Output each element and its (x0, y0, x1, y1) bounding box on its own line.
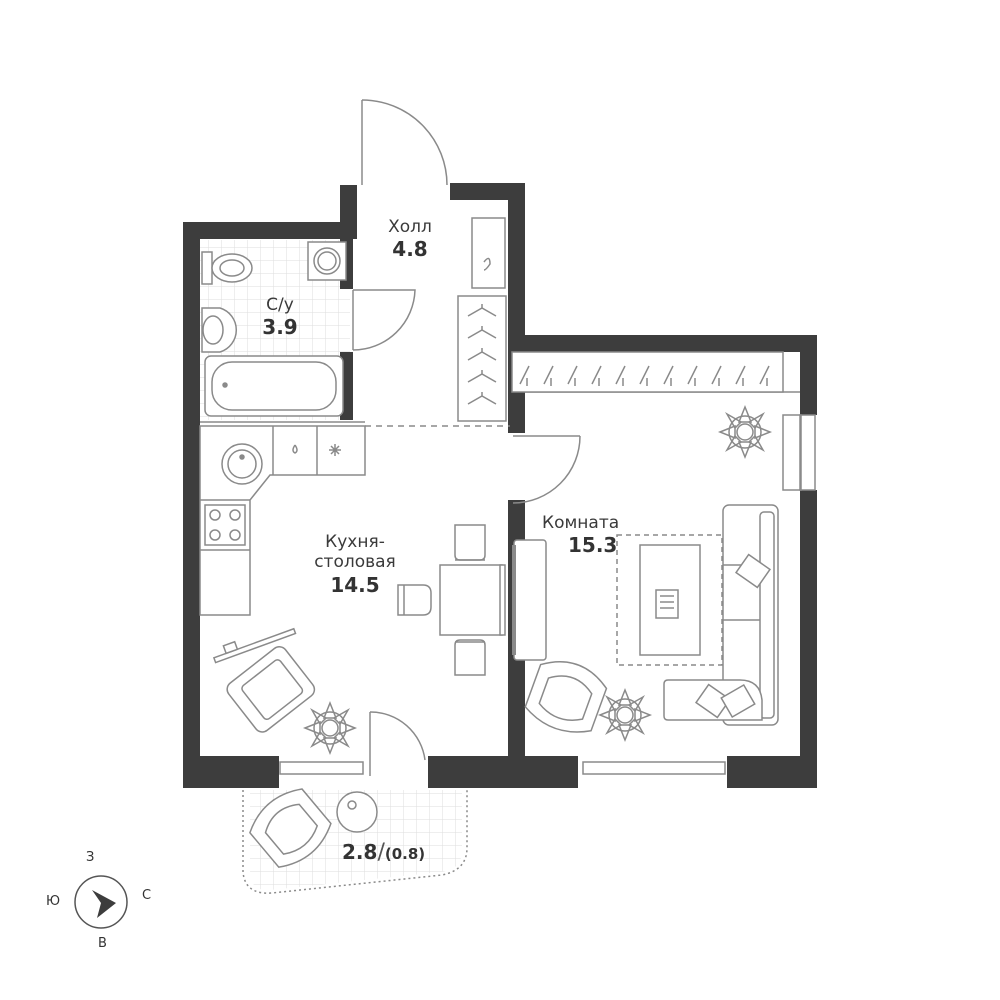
bathroom-area: 3.9 (262, 315, 298, 340)
dining-table-icon (439, 564, 503, 636)
bathroom-name: С/у (266, 295, 294, 315)
bathroom-label: С/у 3.9 (240, 295, 320, 339)
compass-south-letter: В (98, 936, 107, 951)
kitchen-furniture (199, 425, 506, 756)
kitchen-name-line1: Кухня- (325, 532, 385, 552)
hall-area: 4.8 (392, 237, 428, 262)
desk-icon (639, 544, 701, 656)
rug-icon (616, 534, 723, 666)
hall-label: Холл 4.8 (370, 217, 450, 261)
balcony-label: 2.8/(0.8) (342, 840, 472, 866)
room-area: 15.3 (568, 533, 618, 558)
compass-north-letter: З (86, 850, 95, 865)
compass-west-letter: Ю (46, 894, 61, 909)
balcony-area: 2.8 (342, 840, 378, 864)
hall-name: Холл (388, 217, 432, 237)
kitchen-label: Кухня- столовая 14.5 (290, 532, 420, 597)
plant-icon (302, 700, 358, 756)
balcony-area-reduced: (0.8) (384, 845, 426, 863)
shoe-cabinet-icon (471, 217, 506, 289)
compass-east-letter: С (142, 888, 152, 903)
bathtub-icon (204, 355, 344, 417)
balcony-outline (242, 790, 468, 894)
balcony-slash: / (377, 840, 385, 865)
room-armchair-icon (524, 660, 608, 733)
doors (352, 99, 581, 776)
window-plant-icon (717, 404, 773, 460)
room-furniture (511, 351, 784, 743)
tv-stand-icon (513, 539, 547, 661)
kitchen-area: 14.5 (330, 572, 380, 597)
hall-furniture (457, 217, 507, 422)
kitchen-name-line2: столовая (314, 552, 396, 573)
toilet-icon (201, 251, 213, 285)
room-label: Комната 15.3 (542, 513, 642, 557)
balcony-armchair-icon (249, 788, 332, 868)
compass-icon (74, 875, 128, 929)
sink-icon (201, 307, 237, 353)
sofa-icon (663, 504, 779, 726)
room-plant-icon (597, 687, 653, 743)
bathroom-fixtures (201, 241, 347, 417)
room-name: Комната (542, 513, 620, 533)
balcony-table-icon (336, 791, 378, 833)
chair-icon (454, 524, 486, 561)
balcony-furniture (249, 788, 378, 868)
armchair-icon (226, 646, 316, 733)
wardrobe-icon (457, 295, 507, 422)
